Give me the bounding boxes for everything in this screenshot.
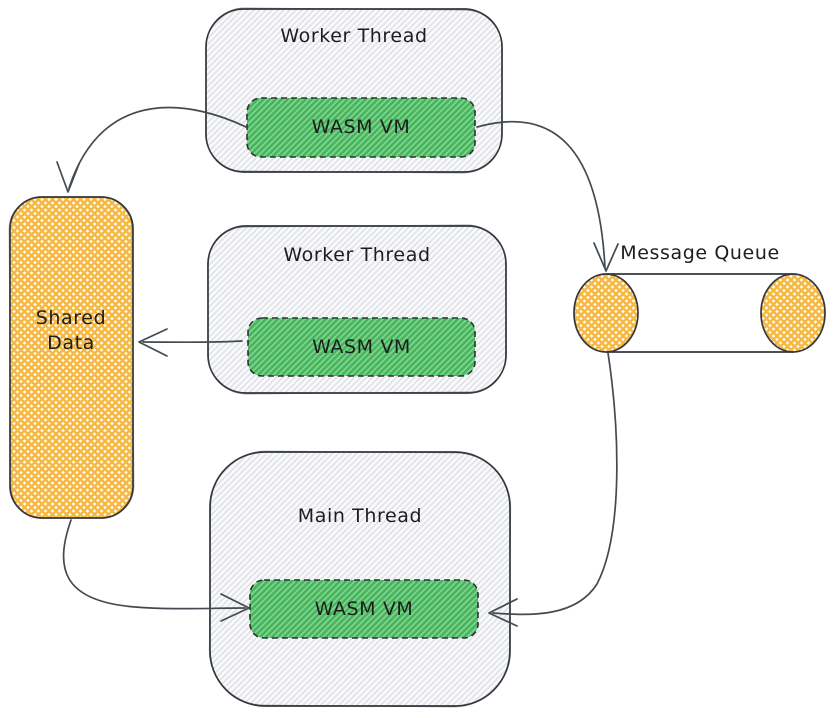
main-thread-wasm-vm-box	[249, 579, 479, 639]
shared-data-box	[8, 196, 135, 519]
message-queue-left-cap	[573, 273, 639, 353]
edge-message-queue-to-main-thread	[488, 352, 618, 627]
message-queue-right-cap	[760, 273, 826, 353]
worker-thread-top-wasm-vm-box	[246, 97, 476, 158]
worker-thread-top-box	[205, 7, 503, 174]
message-queue-cylinder	[573, 273, 826, 353]
edge-worker-middle-to-shared-data	[138, 328, 243, 357]
worker-thread-middle-wasm-vm-box	[247, 317, 476, 377]
edge-worker-top-to-message-queue	[476, 120, 619, 272]
main-thread-box	[208, 450, 512, 708]
edge-shared-data-to-main-thread	[62, 519, 250, 622]
worker-thread-middle-box	[207, 224, 507, 395]
edge-worker-top-to-shared-data	[56, 106, 247, 193]
